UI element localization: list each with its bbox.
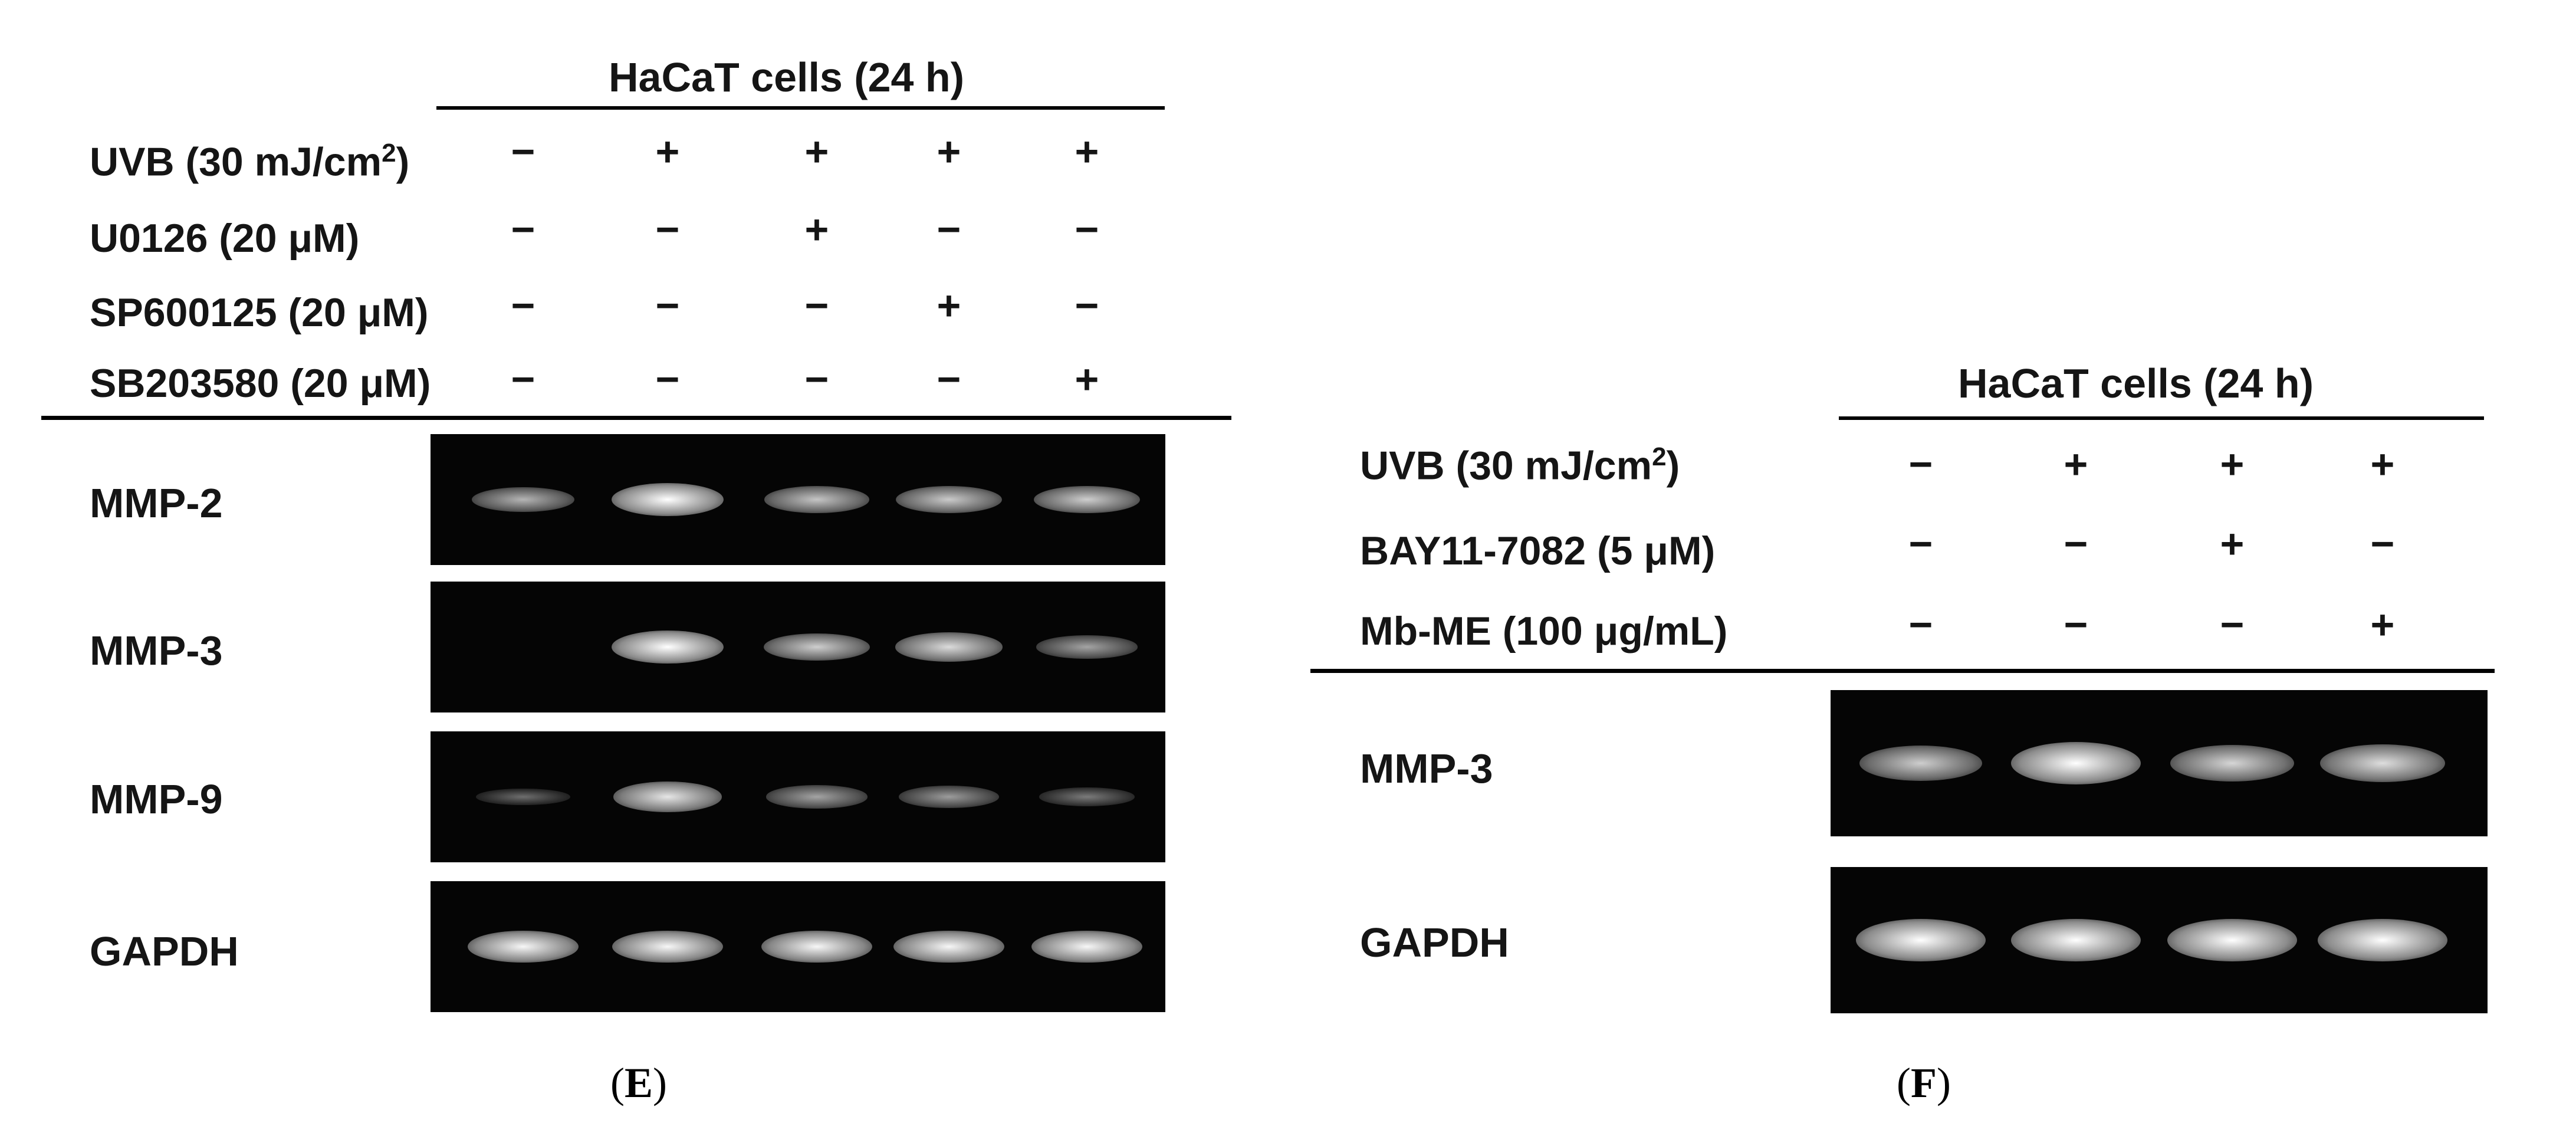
panel-e-gel-label-gapdh: GAPDH [90,928,239,974]
band-lane4 [899,786,999,808]
sign-row4-lane2: − [655,356,680,402]
band-lane2 [612,631,724,664]
gel-gapdh [431,881,1165,1012]
panel-e-treatment-sp600125: SP600125 (20 μM) [90,290,429,335]
sign-row1-lane4: + [2370,441,2395,487]
band-lane5 [1036,635,1138,659]
panel-e-main-rule [41,416,1231,420]
gel-mmp-2 [431,434,1165,565]
sign-row2-lane2: − [655,206,680,252]
panel-e-header: HaCaT cells (24 h) [609,54,964,100]
sign-row3-lane5: − [1075,283,1099,329]
sign-row2-lane3: + [2220,521,2245,567]
panel-f-header: HaCaT cells (24 h) [1958,360,2314,406]
band-lane3 [764,486,869,513]
panel-e-letter: (E) [610,1059,667,1106]
sign-row1-lane2: + [655,129,680,175]
sign-row3-lane4: + [2370,602,2395,648]
sign-row3-lane4: + [937,283,961,329]
band-lane3 [2167,919,2297,961]
sign-row1-lane4: + [937,129,961,175]
band-lane2 [612,930,724,963]
sign-row2-lane1: − [511,206,535,252]
sign-row3-lane3: − [2220,602,2245,648]
sign-row4-lane5: + [1075,356,1099,402]
gel-gapdh [1831,867,2488,1013]
sign-row3-lane2: − [2064,602,2088,648]
panel-e-treatment-uvb: UVB (30 mJ/cm2) [90,139,410,185]
panel-f-main-rule [1310,669,2495,673]
band-lane4 [2319,744,2446,783]
panel-f-treatment-mb-me: Mb-ME (100 μg/mL) [1360,609,1728,654]
band-lane2 [612,483,724,516]
panel-f-gel-label-gapdh: GAPDH [1360,920,1509,966]
band-lane3 [2170,744,2295,782]
panel-f-treatment-bay11-7082: BAY11-7082 (5 μM) [1360,528,1716,573]
gel-mmp-3 [1831,690,2488,836]
sign-row1-lane3: + [2220,441,2245,487]
band-lane3 [761,930,873,963]
sign-row4-lane1: − [511,356,535,402]
panel-e-gel-label-mmp9: MMP-9 [90,776,223,822]
band-lane2 [2011,742,2141,784]
sign-row2-lane4: − [937,206,961,252]
sign-row3-lane2: − [655,283,680,329]
sign-row1-lane5: + [1075,129,1099,175]
sign-row4-lane4: − [937,356,961,402]
panel-f-letter: (F) [1897,1059,1951,1106]
band-lane5 [1031,930,1143,963]
panel-e-treatment-sb203580: SB203580 (20 μM) [90,361,431,406]
panel-e-gel-label-mmp2: MMP-2 [90,480,223,526]
band-lane4 [2318,919,2447,961]
sign-row2-lane5: − [1075,206,1099,252]
gel-mmp-3 [431,582,1165,712]
sign-row1-lane1: − [511,129,535,175]
panel-e: HaCaT cells (24 h) UVB (30 mJ/cm2) U0126… [41,54,1231,1106]
gel-mmp-9 [431,731,1165,862]
band-lane2 [2011,919,2141,961]
band-lane4 [893,930,1005,963]
band-lane1 [1859,745,1983,781]
band-lane4 [895,632,1003,662]
sign-row4-lane3: − [804,356,829,402]
band-lane2 [613,781,722,812]
panel-f-gel-label-mmp3: MMP-3 [1360,746,1493,792]
band-lane4 [896,485,1002,514]
sign-row1-lane1: − [1908,441,1933,487]
band-lane3 [766,785,868,809]
sign-row2-lane1: − [1908,521,1933,567]
sign-row1-lane2: + [2064,441,2088,487]
sign-row3-lane1: − [511,283,535,329]
sign-row2-lane4: − [2370,521,2395,567]
band-lane1 [471,487,575,513]
band-lane1 [467,930,579,963]
panel-f-treatment-uvb: UVB (30 mJ/cm2) [1360,442,1680,488]
band-lane3 [764,633,870,661]
panel-e-gel-label-mmp3: MMP-3 [90,628,223,674]
band-lane5 [1034,485,1140,514]
band-lane1 [1856,919,1986,961]
panel-f-header-rule [1839,416,2484,420]
panel-e-header-rule [436,106,1165,110]
panel-e-treatment-u0126: U0126 (20 μM) [90,216,360,261]
sign-row3-lane3: − [804,283,829,329]
band-lane5 [1039,787,1135,806]
band-lane1 [476,788,570,806]
sign-row3-lane1: − [1908,602,1933,648]
sign-row1-lane3: + [804,129,829,175]
sign-row2-lane2: − [2064,521,2088,567]
sign-row2-lane3: + [804,206,829,252]
